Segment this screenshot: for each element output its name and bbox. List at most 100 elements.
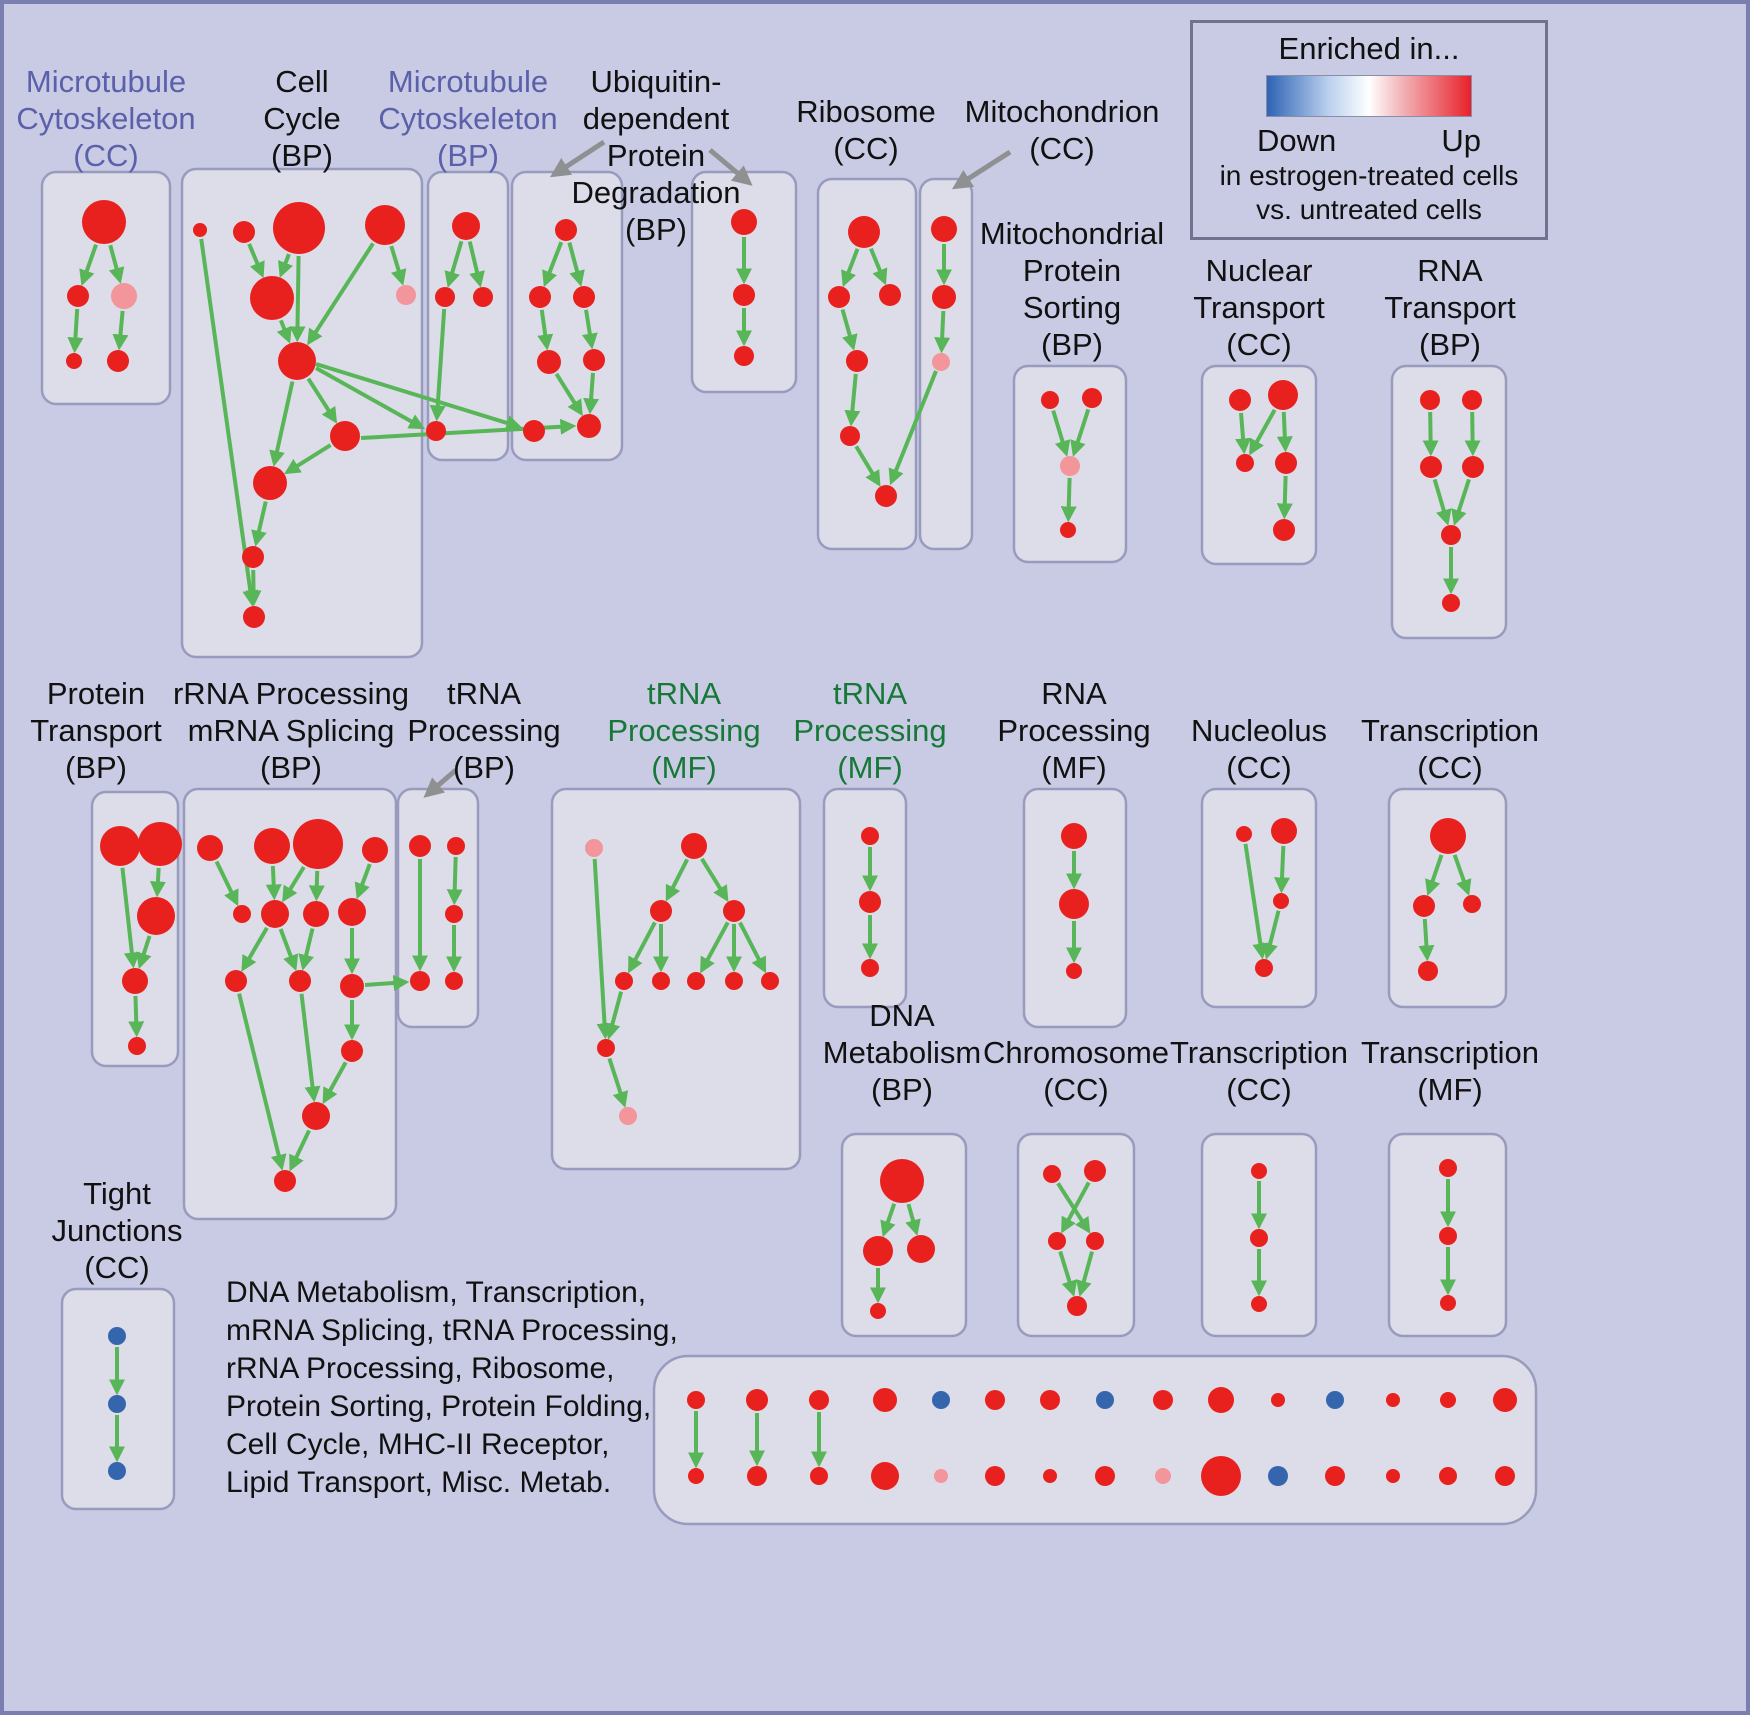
edge-microtubule-cytoskeleton-cc <box>67 308 84 354</box>
edge-nuclear-transport-cc <box>1276 475 1293 520</box>
edge-trna-processing-mf-large <box>604 991 624 1040</box>
cluster-label-chromosome-cc: Chromosome(CC) <box>983 1035 1169 1107</box>
cluster-label-transcription-mf: Transcription(MF) <box>1361 1035 1539 1107</box>
node-mitochondrial-protein-sorting-bp-3 <box>1060 522 1076 538</box>
edge-rrna-processing-mrna-splicing-bp <box>282 865 306 903</box>
node-ribosome-cc-1 <box>828 286 850 308</box>
cluster-box-transcription-cc-mid <box>1387 787 1508 1009</box>
edge-cell-cycle-bp <box>306 377 338 424</box>
edge-ubiquitin-degradation-a <box>542 241 564 288</box>
node-nucleolus-cc-1 <box>1271 818 1297 844</box>
node-nuclear-transport-cc-1 <box>1268 380 1298 410</box>
node-misc-categories-28 <box>1439 1467 1457 1485</box>
cross-edge <box>315 366 426 430</box>
node-misc-categories-23 <box>1155 1468 1171 1484</box>
node-trna-processing-mf-large-0 <box>585 839 603 857</box>
node-chromosome-cc-1 <box>1084 1160 1106 1182</box>
node-rrna-processing-mrna-splicing-bp-11 <box>341 1040 363 1062</box>
node-misc-categories-27 <box>1386 1469 1400 1483</box>
node-rrna-processing-mrna-splicing-bp-9 <box>289 970 311 992</box>
node-misc-categories-6 <box>1040 1390 1060 1410</box>
node-rrna-processing-mrna-splicing-bp-6 <box>303 901 329 927</box>
edge-ribosome-cc <box>854 445 881 487</box>
node-rna-transport-bp-0 <box>1420 390 1440 410</box>
cluster-box-nuclear-transport-cc <box>1200 364 1318 566</box>
cluster-box-ubiquitin-degradation-a <box>510 170 624 462</box>
node-trna-processing-mf-large-4 <box>615 972 633 990</box>
label-pointer-arrow <box>423 768 458 798</box>
edge-cell-cycle-bp <box>284 443 332 475</box>
edge-protein-transport-bp <box>120 867 140 969</box>
edge-ribosome-cc <box>844 373 861 427</box>
edge-ribosome-cc <box>841 248 860 288</box>
edge-trna-processing-mf-large <box>700 857 729 902</box>
node-misc-categories-2 <box>809 1390 829 1410</box>
edge-ubiquitin-degradation-a <box>567 242 585 287</box>
cluster-label-ribosome-cc: Ribosome(CC) <box>796 94 936 166</box>
node-trna-processing-bp-0 <box>409 835 431 857</box>
edge-trna-processing-mf-large <box>607 1057 629 1108</box>
node-trna-processing-mf-large-8 <box>761 972 779 990</box>
cross-edge <box>315 362 523 431</box>
node-misc-categories-1 <box>746 1389 768 1411</box>
edge-trna-processing-mf-large <box>592 858 613 1040</box>
node-rna-processing-mf-0 <box>1061 823 1087 849</box>
edge-mitochondrial-protein-sorting-bp <box>1051 409 1071 457</box>
node-rrna-processing-mrna-splicing-bp-13 <box>274 1170 296 1192</box>
edge-mitochondrial-protein-sorting-bp <box>1060 477 1077 523</box>
edge-chromosome-cc <box>1076 1251 1094 1297</box>
edge-rrna-processing-mrna-splicing-bp <box>322 1061 348 1105</box>
edge-chromosome-cc <box>1061 1181 1091 1234</box>
node-transcription-cc-mid-1 <box>1413 895 1435 917</box>
node-rrna-processing-mrna-splicing-bp-3 <box>362 837 388 863</box>
edge-rrna-processing-mrna-splicing-bp <box>278 928 299 972</box>
edge-nucleolus-cc <box>1274 845 1291 894</box>
node-misc-categories-29 <box>1495 1466 1515 1486</box>
node-ubiquitin-degradation-a-4 <box>583 349 605 371</box>
node-protein-transport-bp-0 <box>100 826 140 866</box>
edge-cell-cycle-bp <box>269 381 295 467</box>
node-microtubule-cytoskeleton-cc-3 <box>66 353 82 369</box>
node-misc-categories-26 <box>1325 1466 1345 1486</box>
note-line: rRNA Processing, Ribosome, <box>226 1352 615 1385</box>
node-misc-categories-24 <box>1201 1456 1241 1496</box>
node-trna-processing-mf-large-1 <box>681 833 707 859</box>
edge-ribosome-cc <box>840 308 858 351</box>
node-transcription-mf-1 <box>1439 1227 1457 1245</box>
edge-cell-cycle-bp <box>389 245 407 286</box>
edge-microtubule-cytoskeleton-bp <box>444 240 464 288</box>
node-protein-transport-bp-4 <box>128 1037 146 1055</box>
node-transcription-cc-bottom-0 <box>1251 1163 1267 1179</box>
edge-trna-processing-mf-large <box>628 921 657 974</box>
edge-protein-transport-bp <box>136 935 152 970</box>
edge-cell-cycle-bp <box>289 255 306 343</box>
node-mitochondrion-cc-1 <box>932 285 956 309</box>
cluster-label-nucleolus-cc: Nucleolus(CC) <box>1191 713 1327 785</box>
node-rrna-processing-mrna-splicing-bp-0 <box>197 835 223 861</box>
label-pointer-arrow <box>708 148 753 186</box>
node-chromosome-cc-3 <box>1086 1232 1104 1250</box>
node-dna-metabolism-bp-0 <box>880 1159 924 1203</box>
node-trna-processing-mf-large-6 <box>687 972 705 990</box>
cluster-box-misc-categories <box>652 1354 1538 1526</box>
node-cell-cycle-bp-2 <box>273 202 325 254</box>
cross-edge <box>364 974 410 991</box>
node-transcription-cc-bottom-2 <box>1251 1296 1267 1312</box>
edge-nucleolus-cc <box>1243 843 1269 960</box>
node-rrna-processing-mrna-splicing-bp-2 <box>293 819 343 869</box>
edge-cell-cycle-bp <box>307 242 375 346</box>
node-trna-processing-mf-large-7 <box>725 972 743 990</box>
edge-microtubule-cytoskeleton-cc <box>79 243 98 286</box>
label-pointer-arrow <box>951 149 1012 190</box>
node-tight-junctions-cc-0 <box>108 1327 126 1345</box>
node-ribosome-cc-2 <box>879 284 901 306</box>
node-cell-cycle-bp-6 <box>278 342 316 380</box>
